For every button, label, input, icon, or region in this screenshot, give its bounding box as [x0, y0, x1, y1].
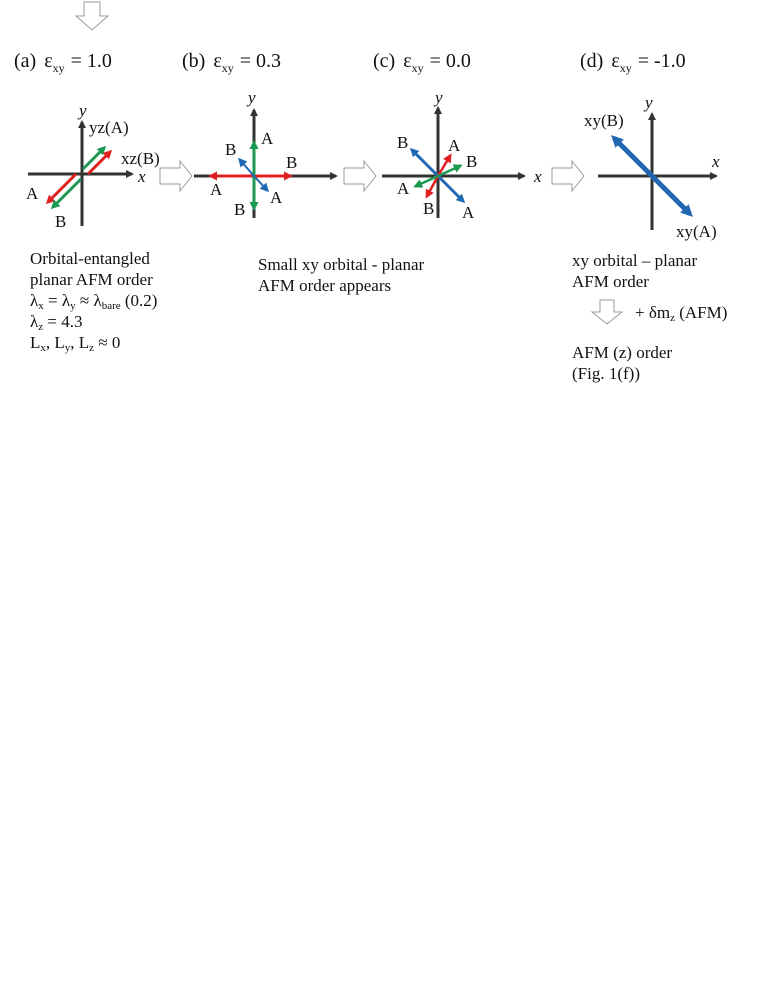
- panel-b-label-A-top: A: [261, 129, 274, 148]
- panel-d-desc-line2: AFM order: [572, 272, 649, 291]
- panel-d-blue-arrow-upleft: [611, 135, 654, 178]
- flow-right-arrow-ab: [159, 159, 193, 193]
- panel-b-label-A-left: A: [210, 180, 223, 199]
- panel-c-label-A-top: A: [448, 136, 461, 155]
- panel-b-desc-line2: AFM order appears: [258, 276, 392, 295]
- final-description: AFM (z) order (Fig. 1(f)): [572, 342, 672, 384]
- panel-c-diagram: x y B A B A B A: [382, 88, 542, 222]
- panel-d-y-label: y: [643, 93, 653, 112]
- panel-c-blue-arrow-upleft: [409, 147, 440, 178]
- panel-d-description: xy orbital – planar AFM order: [572, 250, 697, 292]
- panel-b-label-A-lowright: A: [270, 188, 283, 207]
- panel-a-desc-lambda-xy: λx = λy ≈ λbare (0.2): [30, 291, 158, 312]
- panel-c-label-A-lr: A: [462, 203, 475, 222]
- panel-b-blue-arrow-upleft: [238, 157, 255, 177]
- panel-b-title: (b)εxy= 0.3: [182, 50, 281, 75]
- panel-c-label-B-bottom: B: [423, 199, 434, 218]
- panel-c-label-B-right: B: [466, 152, 477, 171]
- panel-a-label-xzB: xz(B): [121, 149, 160, 168]
- panel-a-red-arrow-down: [45, 172, 78, 205]
- panel-c-title: (c)εxy= 0.0: [373, 50, 471, 75]
- panel-c-y-label: y: [433, 88, 443, 107]
- panel-a-desc-lambda-z: λz = 4.3: [30, 312, 83, 333]
- panel-a-diagram: x y yz(A) xz(B) A B: [26, 101, 160, 231]
- flow-down-arrow-d: [590, 299, 624, 325]
- panel-c-blue-arrow-downright: [436, 174, 466, 204]
- panel-a-green-arrow-down: [50, 177, 83, 210]
- panel-b-description: Small xy orbital - planar AFM order appe…: [258, 254, 424, 296]
- panel-c-red-arrow-upright: [436, 153, 452, 177]
- panel-c-green-arrow-left: [413, 174, 439, 188]
- panel-a-y-label: y: [77, 101, 87, 120]
- panel-a-x-label: x: [137, 167, 146, 186]
- panel-a-red-arrow-up: [86, 149, 113, 176]
- panel-c-x-label: x: [533, 167, 542, 186]
- panel-c-green-arrow-right: [437, 164, 463, 178]
- panel-d-x-label: x: [711, 152, 720, 171]
- panel-d-blue-arrow-downright: [650, 174, 693, 217]
- panel-a-green-arrow-up: [81, 145, 107, 171]
- panel-d-diagram: x y xy(B) xy(A): [584, 93, 720, 241]
- panel-d-label-xyB: xy(B): [584, 111, 624, 130]
- flow-right-arrow-cd: [551, 159, 585, 193]
- panel-b-diagram: y A B B A A B: [194, 88, 338, 219]
- panel-a-label-A: A: [26, 184, 39, 203]
- panel-b-y-label: y: [246, 88, 256, 107]
- flow-right-arrow-bc: [343, 159, 377, 193]
- final-desc-line2: (Fig. 1(f)): [572, 364, 640, 383]
- panel-b-label-B-bottom: B: [234, 200, 245, 219]
- panel-d-label-xyA: xy(A): [676, 222, 717, 241]
- panel-a-title: (a)εxy= 1.0: [14, 50, 112, 75]
- panel-a-desc-line1: Orbital-entangled: [30, 249, 150, 268]
- panel-c-red-arrow-downleft: [425, 175, 440, 199]
- panel-b-label-B-upleft: B: [225, 140, 236, 159]
- panel-b-desc-line1: Small xy orbital - planar: [258, 255, 425, 274]
- final-desc-line1: AFM (z) order: [572, 343, 673, 362]
- panel-b-blue-arrow-downright: [253, 175, 270, 193]
- panel-a-label-yzA: yz(A): [89, 118, 129, 137]
- panel-d-title: (d)εxy= -1.0: [580, 50, 686, 75]
- delta-m-label: + δmz (AFM): [635, 303, 728, 324]
- panel-a-desc-line2: planar AFM order: [30, 270, 153, 289]
- panel-a-label-B: B: [55, 212, 66, 231]
- panel-b-label-B-right: B: [286, 153, 297, 172]
- panel-a-description: Orbital-entangled planar AFM order λx = …: [30, 248, 158, 354]
- flow-down-arrow-top: [74, 1, 110, 31]
- panel-a-desc-L: Lx, Ly, Lz ≈ 0: [30, 333, 121, 354]
- panel-c-label-A-left: A: [397, 179, 410, 198]
- panel-d-desc-line1: xy orbital – planar: [572, 251, 698, 270]
- panel-c-label-B-ul: B: [397, 133, 408, 152]
